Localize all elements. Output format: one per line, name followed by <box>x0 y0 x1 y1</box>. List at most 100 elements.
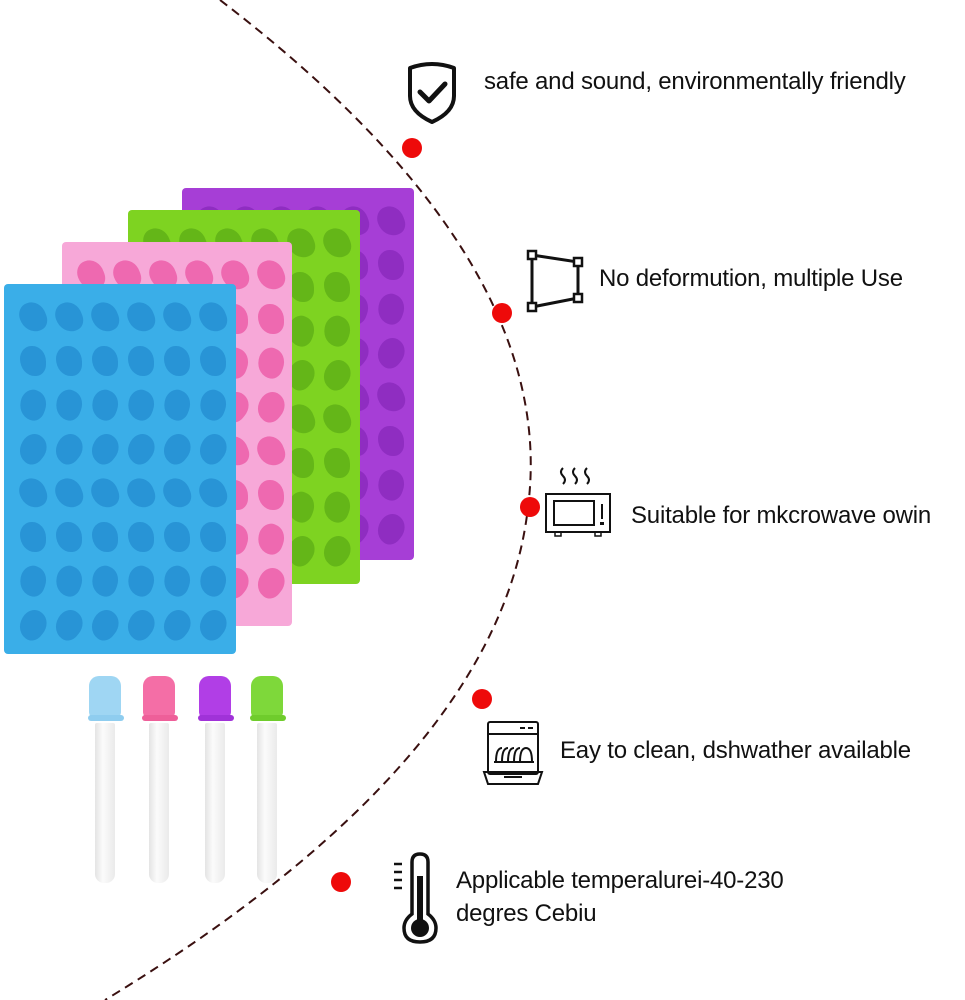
mold-cavity <box>123 298 159 336</box>
mold-cavity <box>159 386 195 424</box>
mold-cavity <box>13 605 53 645</box>
dropper-bulb <box>89 676 121 718</box>
timeline-dot <box>331 872 351 892</box>
dropper-purple <box>198 676 234 883</box>
mold-cavity <box>56 522 82 552</box>
mold-cavity <box>317 531 357 571</box>
mold-cavity <box>123 474 159 512</box>
mold-cavity <box>195 474 231 512</box>
dropper-green <box>250 676 286 883</box>
dropper-tube <box>149 723 169 883</box>
feature-text-temperature-line2: degres Cebiu <box>456 900 597 927</box>
mold-cavity <box>121 605 161 645</box>
mold-cavity <box>195 562 231 600</box>
mold-cavity <box>128 346 154 376</box>
mold-cavity <box>123 562 159 600</box>
feature-text-temperature-line1: Applicable temperalurei-40-230 <box>456 867 784 894</box>
mold-cavity <box>85 429 125 469</box>
mold-cavity <box>319 400 355 438</box>
feature-text-dishwasher: Eay to clean, dshwather available <box>560 737 911 764</box>
mold-cavity <box>92 522 118 552</box>
mold-cavity <box>49 605 89 645</box>
mold-cavity <box>121 429 161 469</box>
mold-cavity <box>373 202 409 240</box>
mold-cavity <box>51 298 87 336</box>
mold-blue <box>4 284 236 654</box>
dropper-bulb <box>143 676 175 718</box>
mold-cavity <box>159 474 195 512</box>
mold-cavity <box>20 346 46 376</box>
mold-cavity <box>87 474 123 512</box>
dropper-blue <box>88 676 124 883</box>
dropper-bulb <box>199 676 231 718</box>
mold-cavity <box>378 426 404 456</box>
dropper-tube <box>95 723 115 883</box>
timeline-dot <box>472 689 492 709</box>
mold-cavity <box>371 333 411 373</box>
mold-cavity <box>56 346 82 376</box>
mold-cavity <box>123 386 159 424</box>
mold-cavity <box>258 304 284 334</box>
dropper-tube <box>257 723 277 883</box>
dishwasher-icon <box>482 721 544 785</box>
dropper-collar <box>198 715 234 721</box>
mold-cavity <box>51 562 87 600</box>
dropper-tube <box>205 723 225 883</box>
mold-cavity <box>378 250 404 280</box>
dropper-collar <box>250 715 286 721</box>
deformation-frame-icon <box>526 249 584 313</box>
mold-cavity <box>373 378 409 416</box>
mold-cavity <box>200 346 226 376</box>
mold-cavity <box>164 346 190 376</box>
dropper-pink <box>142 676 178 883</box>
mold-cavity <box>319 224 355 262</box>
mold-cavity <box>159 562 195 600</box>
mold-cavity <box>20 522 46 552</box>
feature-text-microwave: Suitable for mkcrowave owin <box>631 502 932 529</box>
mold-cavity <box>324 272 350 302</box>
mold-cavity <box>15 386 51 424</box>
dropper-collar <box>88 715 124 721</box>
mold-cavity <box>157 605 197 645</box>
mold-cavity <box>193 429 233 469</box>
mold-cavity <box>288 448 314 478</box>
mold-cavity <box>371 509 411 549</box>
feature-text-safe: safe and sound, environmentally friendly <box>484 68 906 95</box>
mold-cavity <box>251 563 291 603</box>
mold-cavity <box>258 480 284 510</box>
mold-cavity <box>87 562 123 600</box>
mold-cavity <box>15 298 51 336</box>
mold-cavity <box>319 488 355 526</box>
mold-cavity <box>92 346 118 376</box>
mold-cavity <box>317 355 357 395</box>
mold-cavity <box>373 466 409 504</box>
mold-cavity <box>15 562 51 600</box>
shield-check-icon <box>408 62 456 124</box>
microwave-icon <box>545 467 611 537</box>
mold-cavity <box>87 386 123 424</box>
mold-cavity <box>13 429 53 469</box>
mold-cavity <box>253 344 289 382</box>
mold-cavity <box>373 290 409 328</box>
dropper-bulb <box>251 676 283 718</box>
mold-cavity <box>253 520 289 558</box>
mold-cavity <box>159 298 195 336</box>
mold-cavity <box>193 605 233 645</box>
mold-cavity <box>200 522 226 552</box>
mold-cavity <box>87 298 123 336</box>
timeline-dot <box>520 497 540 517</box>
mold-cavity <box>195 386 231 424</box>
mold-cavity <box>253 256 289 294</box>
mold-cavity <box>195 298 231 336</box>
mold-cavity <box>15 474 51 512</box>
mold-cavity <box>251 387 291 427</box>
timeline-dot <box>492 303 512 323</box>
mold-cavity <box>164 522 190 552</box>
mold-cavity <box>319 312 355 350</box>
thermometer-icon <box>394 852 438 944</box>
dropper-collar <box>142 715 178 721</box>
mold-cavity <box>49 429 89 469</box>
mold-cavity <box>51 474 87 512</box>
